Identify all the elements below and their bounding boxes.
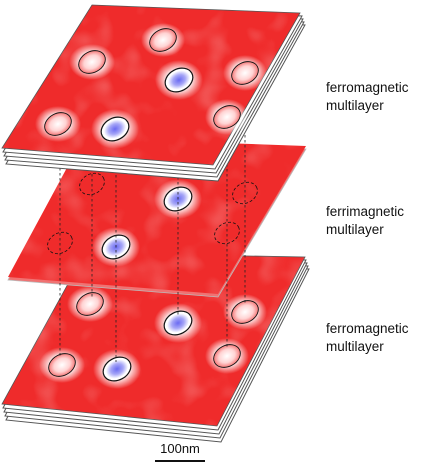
top-domain-4 — [35, 106, 81, 142]
top-skyrmions — [35, 23, 267, 149]
top-layer-label-line-2: multilayer — [326, 98, 384, 113]
middle-ghost-domain-1 — [79, 172, 105, 196]
bottom-domain-4 — [205, 338, 249, 374]
top-skyrmion-core-1 — [155, 60, 203, 100]
bottom-skyrmions — [39, 286, 267, 389]
bottom-layer-label-line-2: multilayer — [326, 339, 384, 354]
middle-ghost-domain-4 — [214, 221, 240, 245]
bottom-skyrmion-core-2 — [93, 349, 141, 389]
top-domain-5 — [205, 99, 249, 135]
bottom-domain-3 — [39, 347, 85, 383]
bottom-layer-label-line-1: ferromagnetic — [326, 321, 409, 336]
middle-layer-label-line-1: ferrimagnetic — [326, 204, 405, 219]
middle-layer — [7, 138, 307, 298]
bottom-layer-label: ferromagnetic multilayer — [326, 320, 431, 356]
middle-ghost-domain-3 — [47, 231, 73, 255]
top-layer-label-line-1: ferromagnetic — [326, 80, 409, 95]
top-layer-label: ferromagnetic multilayer — [326, 79, 431, 115]
top-domain-2 — [141, 23, 185, 57]
bottom-domain-1 — [67, 286, 113, 322]
top-skyrmion-core-2 — [91, 109, 139, 149]
scale-bar-label: 100nm — [160, 441, 200, 456]
middle-layer-label-line-2: multilayer — [326, 222, 384, 237]
top-layer — [1, 4, 306, 182]
middle-ghost-domain-2 — [232, 181, 258, 205]
top-domain-3 — [223, 55, 267, 91]
top-domain-1 — [69, 44, 115, 80]
bottom-layer — [1, 252, 310, 443]
bottom-domain-2 — [223, 294, 267, 330]
middle-layer-label: ferrimagnetic multilayer — [326, 203, 431, 239]
bottom-skyrmion-core-1 — [154, 303, 202, 343]
